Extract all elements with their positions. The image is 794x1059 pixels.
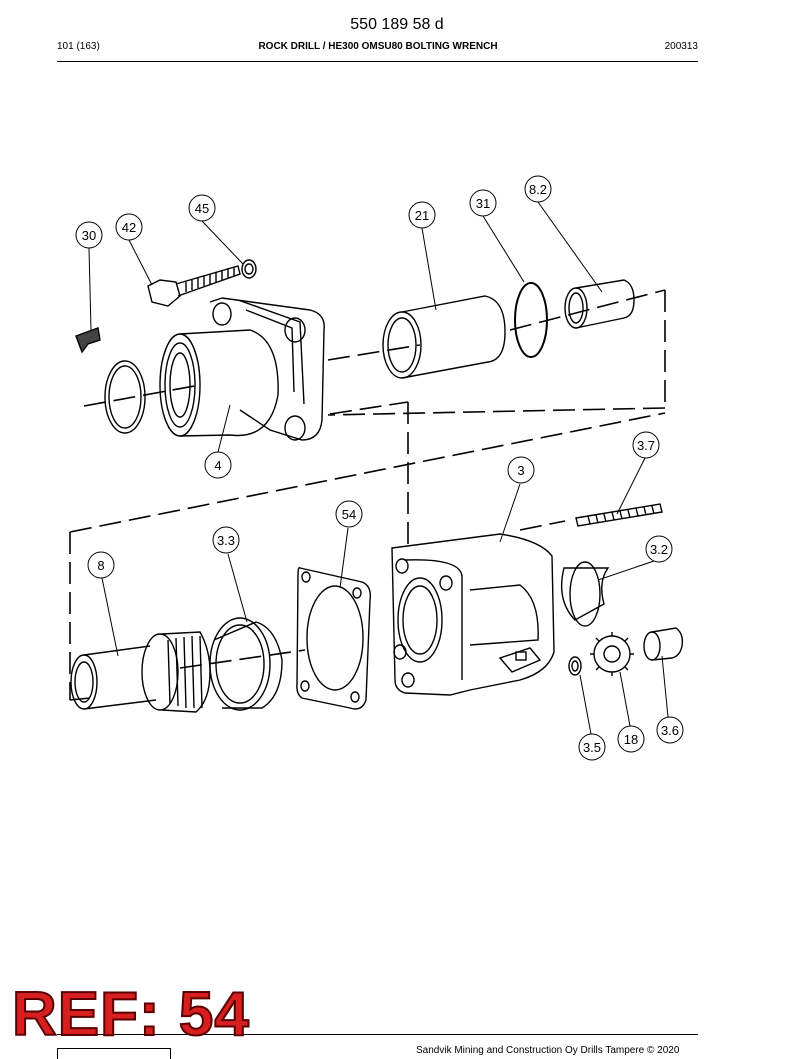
callout-30: 30 [75,221,103,249]
part-21-sleeve [382,295,506,379]
callout-18: 18 [617,725,645,753]
page-title: ROCK DRILL / HE300 OMSU80 BOLTING WRENCH [258,41,498,52]
callout-54: 54 [335,500,363,528]
footer-divider [57,1034,698,1035]
svg-text:18: 18 [624,732,638,747]
part-18-gear [590,632,634,676]
callout-21: 21 [408,201,436,229]
callout-42: 42 [115,213,143,241]
svg-text:31: 31 [476,196,490,211]
callout-3-5: 3.5 [578,733,606,761]
part-3-6-bushing [643,627,684,661]
part-45-washer [241,259,257,279]
assembly-axis-lines [69,289,666,701]
part-42-bolt [147,265,241,307]
callout-3-2: 3.2 [645,535,673,563]
svg-text:3: 3 [517,463,524,478]
part-31-o-ring [514,282,548,358]
callout-31: 31 [469,189,497,217]
callout-8-2: 8.2 [524,175,552,203]
page-number: 101 (163) [57,41,100,52]
svg-text:3.7: 3.7 [637,438,655,453]
footer-copyright: Sandvik Mining and Construction Oy Drill… [416,1045,680,1056]
svg-text:3.5: 3.5 [583,740,601,755]
svg-text:3.3: 3.3 [217,533,235,548]
part-30-key [75,327,101,354]
svg-text:42: 42 [122,220,136,235]
callout-45: 45 [188,194,216,222]
leader-lines [88,201,669,735]
callout-3-3: 3.3 [212,526,240,554]
svg-text:54: 54 [342,507,356,522]
part-3-2-split-sleeve [560,561,610,627]
part-3-3-ring [209,617,283,711]
date-code: 200313 [664,41,698,52]
callout-3-6: 3.6 [656,716,684,744]
sandvik-logo [57,1048,171,1059]
svg-text:3.6: 3.6 [661,723,679,738]
svg-text:3.2: 3.2 [650,542,668,557]
part-54-gasket [296,566,372,710]
svg-text:45: 45 [195,201,209,216]
document-number: 550 189 58 d [350,16,444,33]
part-4-housing [159,297,325,441]
callout-8: 8 [87,551,115,579]
svg-text:4: 4 [214,458,221,473]
part-8-2-bushing [564,279,635,329]
svg-text:8: 8 [97,558,104,573]
svg-text:21: 21 [415,208,429,223]
part-8-spline-shaft [70,631,211,713]
part-3-5-bushing [568,656,582,676]
callout-3: 3 [507,456,535,484]
callout-3-7: 3.7 [632,431,660,459]
part-3-main-housing [391,533,555,696]
header-divider [57,61,698,62]
svg-text:30: 30 [82,228,96,243]
callout-4: 4 [204,451,232,479]
svg-text:8.2: 8.2 [529,182,547,197]
ref-stamp: REF: 54 [11,980,250,1049]
part-3-7-stud [575,503,663,527]
part-seal-ring-left [104,360,146,434]
